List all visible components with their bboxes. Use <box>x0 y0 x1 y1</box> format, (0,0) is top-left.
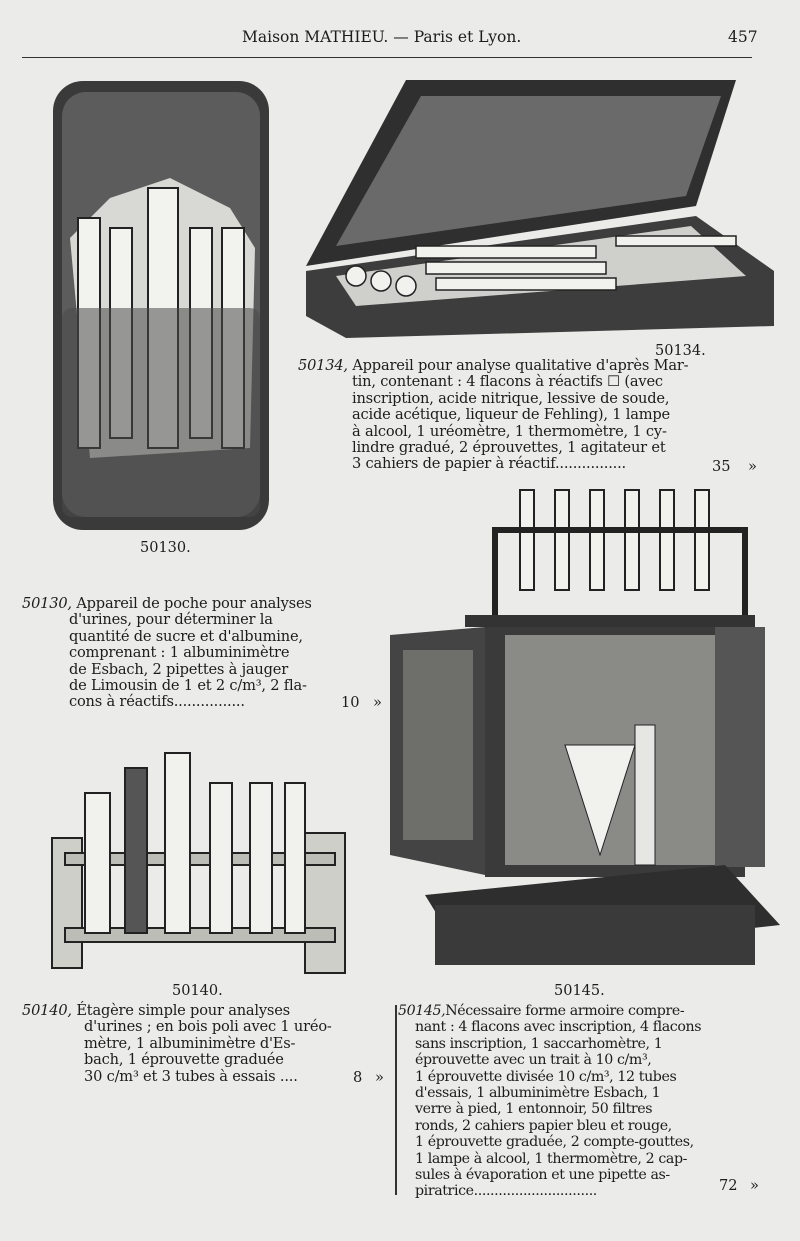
price-mark: » <box>375 1069 384 1086</box>
price-50130: 10 <box>341 694 360 711</box>
catalog-entry-50130: 50130, Appareil de poche pour analyses d… <box>22 595 312 711</box>
page-header-title: Maison MATHIEU. — Paris et Lyon. <box>242 28 522 46</box>
illustration-50145-cabinet <box>390 489 780 965</box>
catalog-entry-50145: 50145,Nécessaire forme armoire compre- n… <box>398 1003 702 1200</box>
catalog-entry-50134: 50134, Appareil pour analyse qualitative… <box>298 357 689 473</box>
illustration-50140-tube-rack <box>51 752 346 974</box>
figure-caption-50140: 50140. <box>172 983 223 999</box>
price-50134: 35 <box>712 458 731 475</box>
price-50145: 72 <box>719 1177 738 1194</box>
price-mark: » <box>373 694 382 711</box>
item-number: 50130, <box>22 595 72 612</box>
column-divider <box>395 1005 397 1195</box>
catalog-entry-50140: 50140, Étagère simple pour analyses d'ur… <box>22 1002 332 1085</box>
price-50140: 8 <box>353 1069 363 1086</box>
price-mark: » <box>750 1177 759 1194</box>
illustration-50134-analysis-box <box>306 80 774 338</box>
figure-caption-50134: 50134. <box>655 343 706 359</box>
figure-caption-50130: 50130. <box>140 540 191 556</box>
header-rule <box>22 57 752 58</box>
page-number: 457 <box>728 28 758 46</box>
figure-caption-50145: 50145. <box>554 983 605 999</box>
price-mark: » <box>748 458 757 475</box>
item-number: 50134, <box>298 357 348 374</box>
illustration-50130-pocket-case <box>53 81 269 530</box>
item-number: 50145, <box>398 1003 446 1019</box>
item-number: 50140, <box>22 1002 72 1019</box>
